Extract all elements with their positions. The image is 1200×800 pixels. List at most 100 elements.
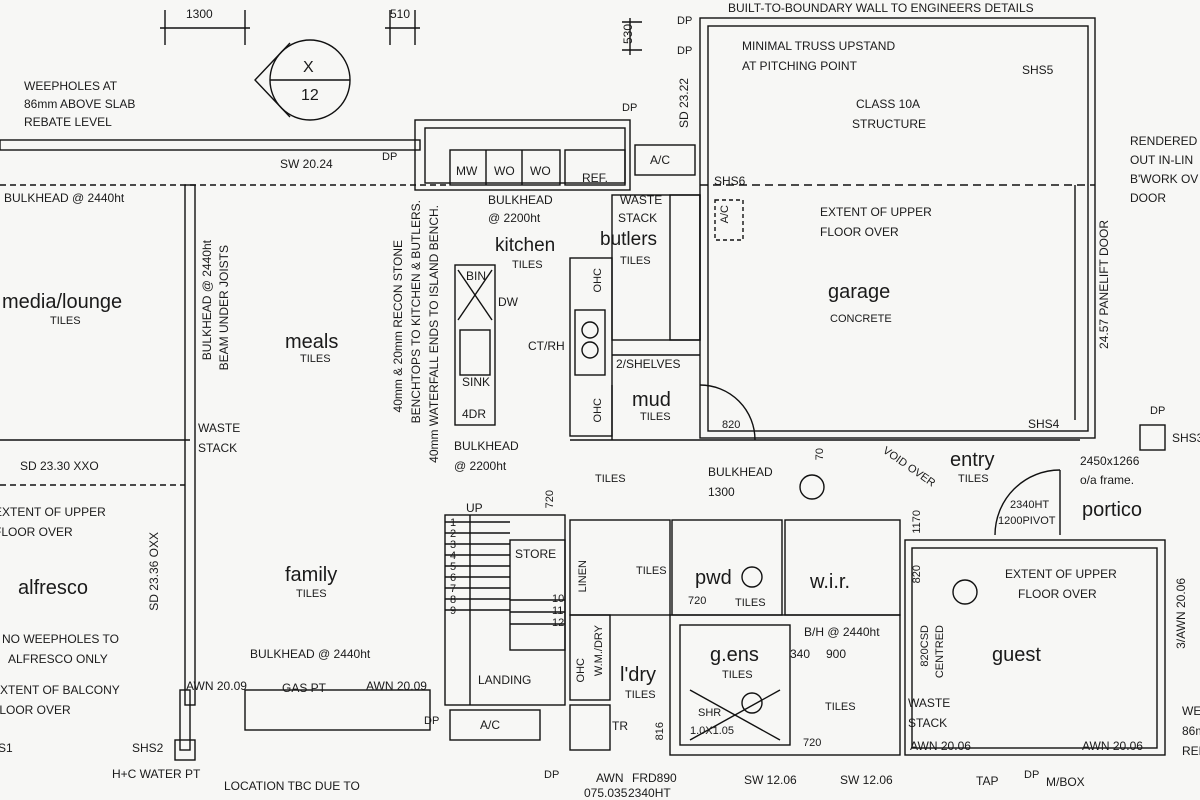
note-waste-stack-1: WASTE <box>198 421 241 435</box>
note-truss-2: AT PITCHING POINT <box>742 59 857 73</box>
note-extent-upper-1: EXTENT OF UPPER <box>820 205 932 219</box>
note-door-1: 2340HT <box>1010 499 1050 511</box>
fixture-fridge: REF. <box>582 171 609 185</box>
finish-kitchen: TILES <box>512 259 543 271</box>
dimension-1170: 1170 <box>911 510 923 534</box>
room-landing: LANDING <box>478 673 532 687</box>
code-awn-2006-left: AWN 20.06 <box>910 739 971 753</box>
room-store: STORE <box>515 547 557 561</box>
dp-top-1: DP <box>677 15 693 27</box>
stair-number: 3 <box>450 539 457 551</box>
note-recon-3: 40mm WATERFALL ENDS TO ISLAND BENCH. <box>427 205 441 463</box>
note-weepholes-3: REBATE LEVEL <box>24 115 112 129</box>
note-shower-2: 1.0X1.05 <box>690 725 735 737</box>
note-awn-right: 3/AWN 20.06 <box>1174 578 1188 649</box>
fixture-oven-1: WO <box>494 164 515 178</box>
stair-number: 7 <box>450 583 457 595</box>
dimension-900: 900 <box>826 647 847 661</box>
dimension-340: 340 <box>790 647 811 661</box>
note-waste-stack-guest-1: WASTE <box>908 696 951 710</box>
note-waste-stack-guest-2: STACK <box>908 716 948 730</box>
note-bulkhead-hall-1: BULKHEAD <box>708 465 773 479</box>
room-portico: portico <box>1082 499 1143 521</box>
dimension-1300: 1300 <box>186 7 213 21</box>
note-weepholes-1: WEEPHOLES AT <box>24 79 118 93</box>
dimension-530: 530 <box>621 24 635 45</box>
note-bulkhead-rear: BULKHEAD @ 2440ht <box>4 191 125 205</box>
room-kitchen: kitchen <box>495 235 556 256</box>
code-sd-2330: SD 23.30 XXO <box>20 459 99 473</box>
dp-top-2: DP <box>677 45 693 57</box>
fixture-ac-garage: A/C <box>719 205 731 224</box>
note-no-weep-1: NO WEEPHOLES TO <box>2 632 119 646</box>
room-family: family <box>285 564 338 586</box>
code-shs3: SHS3 <box>1172 431 1200 445</box>
stair-number: 4 <box>450 550 457 562</box>
section-marker-bottom: 12 <box>301 87 319 104</box>
code-awn-2006-right: AWN 20.06 <box>1082 739 1143 753</box>
note-bulkhead-family: BULKHEAD @ 2440ht <box>250 647 371 661</box>
note-location: LOCATION TBC DUE TO <box>224 779 360 793</box>
code-sw-1206-a: SW 12.06 <box>744 773 797 787</box>
note-wm-dry: W.M./DRY <box>593 625 605 677</box>
finish-meals: TILES <box>300 353 331 365</box>
note-extent-guest-1: EXTENT OF UPPER <box>1005 567 1117 581</box>
note-wee-right-3: REBA <box>1182 744 1200 758</box>
note-weepholes-2: 86mm ABOVE SLAB <box>24 97 136 111</box>
note-door-2: 1200PIVOT <box>998 515 1056 527</box>
code-shs4: SHS4 <box>1028 417 1060 431</box>
note-frame-1: 2450x1266 <box>1080 454 1140 468</box>
note-panelift: 24.57 PANELIFT DOOR <box>1097 220 1111 349</box>
code-awn-2009-left: AWN 20.09 <box>186 679 247 693</box>
note-extent-guest-2: FLOOR OVER <box>1018 587 1097 601</box>
note-tr: TR <box>612 719 628 733</box>
room-garage: garage <box>828 281 891 303</box>
stair-number: 11 <box>552 605 564 617</box>
stair-number: 1 <box>450 517 457 529</box>
code-sw-1206-b: SW 12.06 <box>840 773 893 787</box>
code-shs5: SHS5 <box>1022 63 1054 77</box>
dimension-820-mud: 820 <box>722 419 741 431</box>
code-shs2: SHS2 <box>132 741 164 755</box>
note-bulkhead-island-2: @ 2200ht <box>454 459 507 473</box>
finish-gens: TILES <box>722 669 753 681</box>
code-awn-2009-right: AWN 20.09 <box>366 679 427 693</box>
note-bulkhead-island-1: BULKHEAD <box>454 439 519 453</box>
fixture-bin: BIN <box>466 269 487 283</box>
finish-family: TILES <box>296 588 327 600</box>
dimension-820-wir: 820 <box>911 565 923 584</box>
code-frd-890-2: 2340HT <box>628 786 671 800</box>
note-rendered-3: B'WORK OV <box>1130 172 1199 186</box>
code-s1: S1 <box>0 741 13 755</box>
dimension-816: 816 <box>654 722 666 741</box>
note-extent-upper-2: FLOOR OVER <box>820 225 899 239</box>
finish-entry: TILES <box>958 473 989 485</box>
fixture-oven-2: WO <box>530 164 551 178</box>
fixture-ac-front: A/C <box>480 718 501 732</box>
dimension-70: 70 <box>814 448 826 461</box>
finish-linen: TILES <box>636 565 667 577</box>
stair-up: UP <box>466 501 483 515</box>
fixture-4-drawers: 4DR <box>462 407 487 421</box>
note-no-weep-2: ALFRESCO ONLY <box>8 652 108 666</box>
note-shelves: 2/SHELVES <box>616 357 681 371</box>
room-pwd: pwd <box>695 567 732 589</box>
note-ohc-ldry: OHC <box>575 658 587 683</box>
dp-bottom: DP <box>544 769 560 781</box>
note-balcony-2: FLOOR OVER <box>0 703 71 717</box>
section-marker-top: X <box>303 59 314 76</box>
fixture-dishwasher: DW <box>498 295 518 309</box>
code-tap: TAP <box>976 774 999 788</box>
code-awn-075-1: AWN <box>596 771 624 785</box>
finish-hall: TILES <box>595 473 626 485</box>
fixture-microwave: MW <box>456 164 478 178</box>
note-csd-2: CENTRED <box>934 625 946 679</box>
note-waste-stack-butlers-2: STACK <box>618 211 658 225</box>
room-media-lounge: media/lounge <box>2 291 123 313</box>
stair-number: 12 <box>552 617 565 629</box>
dp-butlers: DP <box>622 102 638 114</box>
dimension-510: 510 <box>390 7 411 21</box>
finish-media: TILES <box>50 315 81 327</box>
note-bh-2440: B/H @ 2440ht <box>804 625 880 639</box>
